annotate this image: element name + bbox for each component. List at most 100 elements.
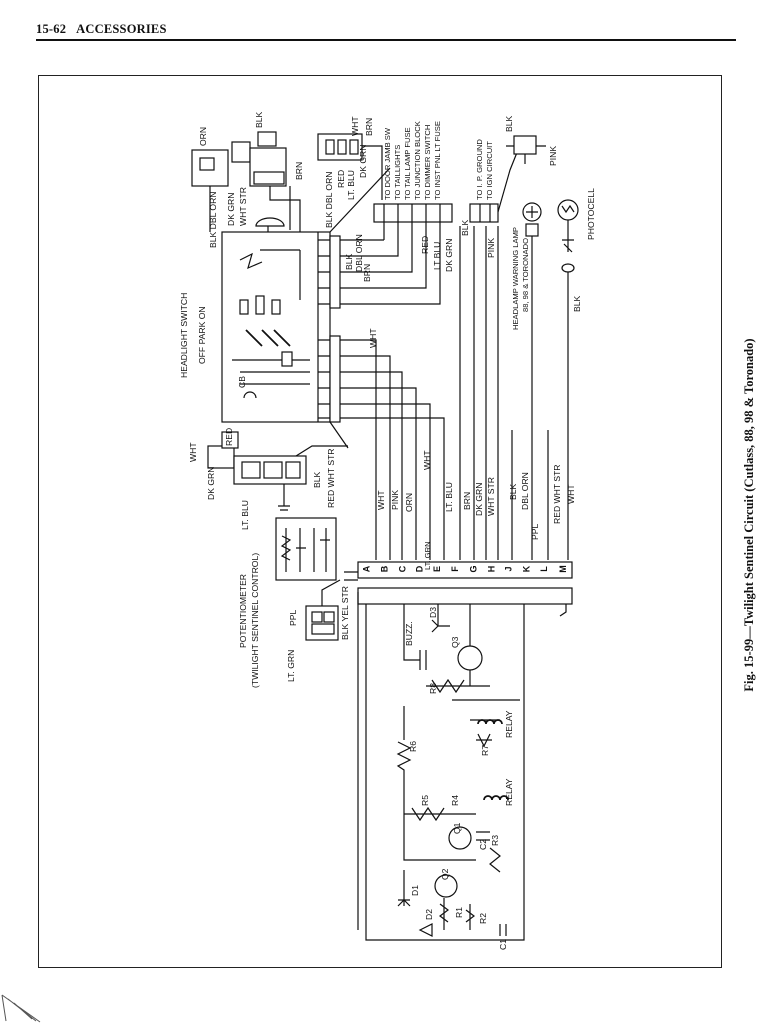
headlamp-warning-lamp: HEADLAMP WARNING LAMP 88, 98 & TORONADO [511,202,542,400]
connector-top-left: ORN BLK BRN WHT STR DK GRN BLK DBL ORN [191,111,304,248]
dest-dimmer-switch: TO DIMMER SWITCH [423,125,432,200]
terminal-letter: D [414,565,425,573]
dest-tail-lamp-fuse: TO TAIL LAMP FUSE [403,127,412,200]
pot-blk-yel-str-label: BLK YEL STR [340,586,350,640]
off-park-on-label: OFF PARK ON [197,306,207,364]
harness-blk: BLK [508,483,518,500]
wire-blk-dbl-orn-label: BLK DBL ORN [208,191,218,248]
potentiometer-sub-label: (TWILIGHT SENTINEL CONTROL) [250,553,260,688]
pot-lt-grn-label: LT. GRN [286,650,296,682]
wire-orn-label: ORN [198,127,208,146]
harness-dk-grn: DK GRN [474,483,484,516]
section-title: ACCESSORIES [76,22,167,36]
r5-label: R5 [420,795,430,806]
dest-door-jamb: TO DOOR JAMB SW [383,127,392,200]
r7-label: R7 [480,745,490,756]
transistor-q1 [448,826,472,850]
sw-brn-label: BRN [362,264,372,282]
mid-dk-grn-label: DK GRN [444,239,454,272]
q2-label: Q2 [440,868,450,880]
terminal-letter: L [539,566,549,572]
sw-wht-label: WHT [368,328,378,348]
destination-connector: TO DOOR JAMB SW TO TAILLIGHTS TO TAIL LA… [373,121,453,256]
dest-ign-circuit: TO IGN CIRCUIT [485,141,494,200]
d2-label: D2 [424,909,434,920]
r6-label: R6 [408,741,418,752]
wire-wht-top-label: WHT [350,116,360,136]
q1-label: Q1 [452,822,462,834]
circuit-breaker-label: CB [237,376,247,388]
photocell-label: PHOTOCELL [586,188,596,240]
wire-lt-blu-top-label: LT. BLU [346,170,356,200]
switch-terminals [318,235,352,423]
switch-knob [255,217,285,232]
dest-inst-pnl-fuse: TO INST PNL LT FUSE [433,121,442,200]
terminal-letter: J [503,566,514,572]
lt-grn-terminal-label: LT. GRN [423,541,432,570]
potentiometer: POTENTIOMETER (TWILIGHT SENTINEL CONTROL… [238,517,350,688]
terminal-row-lower [357,587,573,605]
terminal-letter: A [361,565,372,573]
harness-ppl: PPL [530,524,540,540]
left-red-label: RED [224,428,234,446]
left-dk-grn-label: DK GRN [206,467,216,500]
potentiometer-label: POTENTIOMETER [238,574,248,648]
left-red-wht-str-label: RED WHT STR [326,448,336,508]
r1-label: R1 [454,907,464,918]
harness-wire-labels: WHT PINK ORN LT. BLU BRN DK GRN WHT STR … [376,450,576,540]
wire-red-top-label: RED [336,170,346,188]
harness-wht-2: WHT [566,484,576,504]
diagram-frame [38,75,722,968]
harness-wht-1: WHT [376,490,386,510]
mid-lt-blu-label: LT BLU [432,242,442,270]
wire-dk-grn-top-label: DK GRN [358,145,368,178]
left-blk-label: BLK [312,471,322,488]
left-wht-label: WHT [188,442,198,462]
mid-wht-label: WHT [422,450,432,470]
c2-label: C2 [478,839,488,850]
photocell: PHOTOCELL BLK [557,188,596,360]
wire-blk-dbl-orn-top-label: BLK DBL ORN [324,171,334,228]
sw-dbl-orn-label: DBL ORN [354,234,364,272]
buzzer-label: BUZZ. [404,621,414,646]
dest-junction-block: TO JUNCTION BLOCK [413,121,422,200]
harness-orn: ORN [404,493,414,512]
top-right-blk-label: BLK [504,115,514,132]
wire-brn-top-label: BRN [364,118,374,136]
c1-label: C1 [498,939,508,950]
top-right-pink-label: PINK [548,146,558,166]
terminal-letter: B [379,565,389,573]
terminal-letter: M [557,565,568,573]
dest-taillights: TO TAILLIGHTS [393,145,402,200]
terminal-letter: K [521,565,532,573]
harness-wht-str: WHT STR [486,477,496,516]
mid-pink-label: PINK [486,238,496,258]
harness-wires [329,167,569,560]
connector-top-mid: BLK DBL ORN RED LT. BLU DK GRN WHT BRN [317,116,383,228]
left-connector: WHT RED DK GRN LT. BLU BLK RED WHT STR [188,428,348,530]
headlight-switch-body [221,231,331,423]
harness-dbl-orn: DBL ORN [520,472,530,510]
r2-label: R2 [478,913,488,924]
headlamp-warning-label: HEADLAMP WARNING LAMP [511,227,520,330]
harness-pink: PINK [390,490,400,510]
dest-ip-ground: TO I. P. GROUND [475,139,484,200]
left-lt-blu-label: LT. BLU [240,500,250,530]
terminal-letter: E [432,565,443,573]
wire-dk-grn-label: DK GRN [226,193,236,226]
headlight-switch: CB HEADLIGHT SWITCH OFF PARK ON [179,217,331,423]
d3-label: D3 [428,607,438,618]
sw-blk-label: BLK [344,253,354,270]
transistor-q3 [457,645,483,671]
models-label: 88, 98 & TORONADO [521,238,530,312]
harness-lt-blu: LT. BLU [444,482,454,512]
terminal-letter: F [449,566,460,572]
headlight-switch-label: HEADLIGHT SWITCH [179,293,189,378]
mid-blk-label: BLK [460,219,470,236]
pot-ppl-label: PPL [288,610,298,626]
r3-label: R3 [490,835,500,846]
transistor-q2 [434,874,458,898]
